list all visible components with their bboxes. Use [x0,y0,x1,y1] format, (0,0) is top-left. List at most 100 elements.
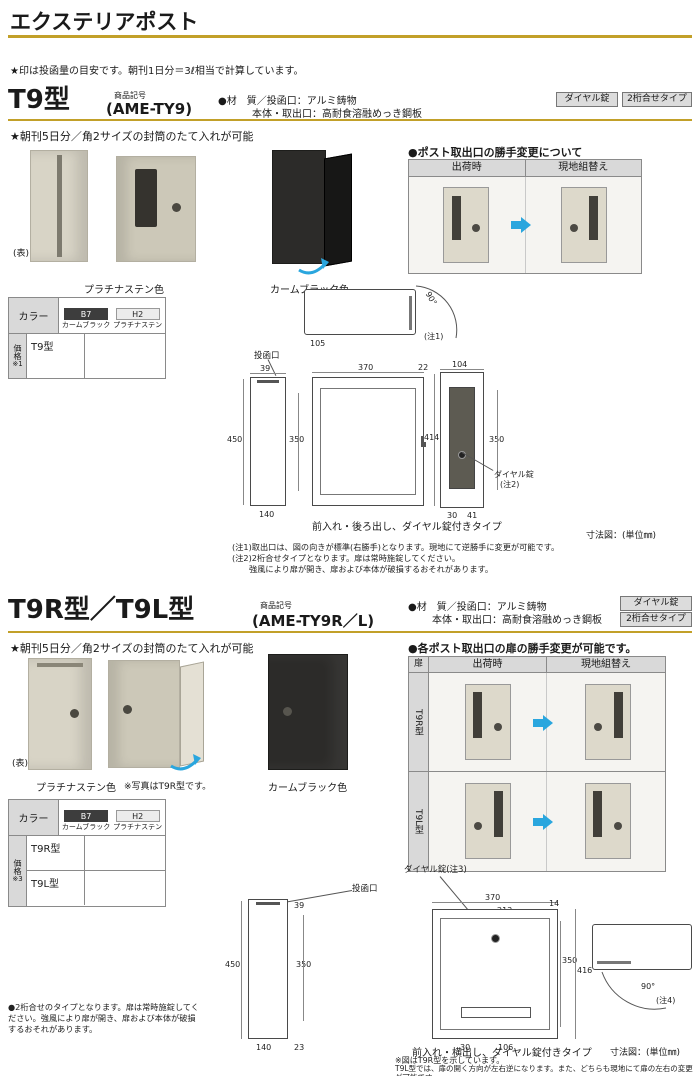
dim-105: 105 [310,339,326,348]
price-note-ref: ※1 [12,360,23,368]
dim-140-s2: 140 [256,1043,272,1052]
dim-350b-s2: 350 [562,956,578,965]
page-title: エクステリアポスト [10,10,199,34]
note-ref-1: (注1) [424,332,444,341]
dim-450-s2: 450 [225,960,241,969]
color-price-table-s2: カラー B7 カームブラック H2 プラチナステン 価格 ※3 T9R型 [8,799,166,907]
col-shipping: 出荷時 [409,160,526,176]
color-name-h2-s2: プラチナステン [113,822,163,831]
section2-title: T9R型／T9L型 [8,595,195,625]
badge-dial-lock-s2: ダイヤル錠 [620,596,692,611]
dim-370-s1: 370 [358,363,374,372]
drawing-front-view-s1 [312,377,426,506]
dim-14-s2: 14 [549,899,560,908]
door-swing-arrow-icon-s2 [170,754,201,771]
drawing-caption-s1: 前入れ・後ろ出し、ダイヤル錠付きタイプ [312,522,502,533]
photo-t9-black-body [272,150,326,264]
dim-414-s1: 414 [424,433,440,442]
drawing-top-view-s1 [304,289,416,335]
photo-t9-platinum-front [30,150,88,262]
section2-code: (AME-TY9R／L) [252,612,375,630]
door-change-panel: 出荷時 現地組替え [408,159,642,274]
dim-39-s1: 39 [260,364,271,373]
mailbox-thumb-t9r-shipping [465,684,511,760]
dial-lock-label-s2: ダイヤル錠(注3) [404,865,467,875]
badge-dial-lock: ダイヤル錠 [556,92,618,107]
door-change-table-title: ●各ポスト取出口の扉の勝手変更が可能です。 [408,642,637,655]
door-swing-arc-s2 [601,971,667,1010]
footnote-1: (注1)取出口は、図の向きが標準(右勝手)となります。現地にて逆勝手に変更が可能… [232,542,560,552]
mailbox-thumb-onsite [561,187,607,263]
col-onsite-s2: 現地組替え [547,657,665,672]
mailbox-thumb-t9l-shipping [465,783,511,859]
dim-370-s2: 370 [485,893,501,902]
price-row-t9l: T9L型 [27,871,85,905]
drawing-back-view-s1 [440,372,484,508]
dim-350a-s1: 350 [289,435,305,444]
section2-feature: ★朝刊5日分／角2サイズの封筒のたて入れが可能 [10,642,254,655]
unit-label-s2: 寸法図：(単位㎜) [610,1048,681,1058]
door-change-panel-title: ●ポスト取出口の勝手変更について [408,146,583,159]
drawing-top-view-s2 [592,924,692,970]
slot-label-s1: 投函口 [254,351,280,361]
color-header-s2: カラー [9,800,59,835]
photo-model-note: ※写真はT9R型です。 [124,782,212,792]
col-shipping-s2: 出荷時 [429,657,547,672]
section2-code-label: 商品記号 [260,601,292,610]
section1-code: (AME-TY9) [106,100,193,118]
row-label-t9l: T9L型 [413,808,423,835]
color-name-h2: プラチナステン [113,320,163,329]
price-header: 価格 [13,344,22,360]
door-change-table: 扉 出荷時 現地組替え T9R型 T9 [408,656,666,872]
photo-t9-black-door-open [324,153,352,267]
photo-t9r-black [268,654,348,770]
photo-t9r-door-open [180,661,204,767]
color-chip-b7: B7 [64,307,109,320]
price-cell [85,334,165,378]
color-chip-h2-s2: H2 [115,809,160,822]
col-door: 扉 [409,657,429,672]
section1-title: T9型 [8,85,70,115]
badge-2digit: 2桁合せタイプ [622,92,692,107]
page-note: ★印は投函量の目安です。朝刊1日分＝3ℓ相当で計算しています。 [10,66,304,77]
section1-code-label: 商品記号 [114,91,146,100]
title-underline [8,35,692,38]
dim-416-s2: 416 [577,966,593,975]
footnote-2: (注2)2桁合せタイプとなります。扉は常時施錠してください。 [232,553,461,563]
photo-front-label: (表) [13,249,30,259]
section2-underline [8,631,692,633]
dim-104-s1: 104 [452,360,468,369]
figure-note-2: T9L型では、扉の開く方向が左右逆になります。また、どちらも現地にて扉の左右の変… [395,1064,693,1076]
dim-41-s1: 41 [467,511,478,520]
section1-underline [8,119,692,121]
photo-t9-platinum-angled [116,156,196,262]
dim-90deg-s2: 90° [641,982,656,991]
color-chip-b7-s2: B7 [64,809,109,822]
color-header: カラー [9,298,59,333]
section2-material-1: ●材 質／投函口：アルミ鋳物 [408,602,547,613]
dial-lock-label-s1: ダイヤル錠 [494,470,534,479]
dim-23-s2: 23 [294,1043,305,1052]
section2-material-2: 本体・取出口：高耐食溶融めっき鋼板 [432,615,602,626]
arrow-right-icon-r [533,715,553,731]
price-row-t9r: T9R型 [27,836,85,870]
figure-note-1: ※図はT9R型を示しています。 [395,1056,505,1065]
color-price-table-s1: カラー B7 カームブラック H2 プラチナステン 価格 ※1 T9型 [8,297,166,379]
dim-140-s1: 140 [259,510,275,519]
platinum-color-label-s2: プラチナステン色 [36,783,116,794]
drawing-side-view-s1 [250,377,286,506]
mailbox-thumb-t9l-onsite [585,783,631,859]
drawing-caption-s2: 前入れ・横出し、ダイヤル錠付きタイプ [412,1048,592,1059]
black-color-label-s2: カームブラック色 [268,783,348,794]
mailbox-thumb-shipping [443,187,489,263]
price-note-ref-s2: ※3 [12,875,23,883]
door-swing-arrow-icon [298,258,329,275]
section1-material-2: 本体・取出口：高耐食溶融めっき鋼板 [252,109,422,120]
color-name-b7-s2: カームブラック [61,822,111,831]
price-row-model: T9型 [27,334,85,378]
section1-material-1: ●材 質／投函口：アルミ鋳物 [218,96,357,107]
photo-t9r-platinum-front [28,658,92,770]
price-cell-t9l [85,871,165,905]
dim-450-s1: 450 [227,435,243,444]
